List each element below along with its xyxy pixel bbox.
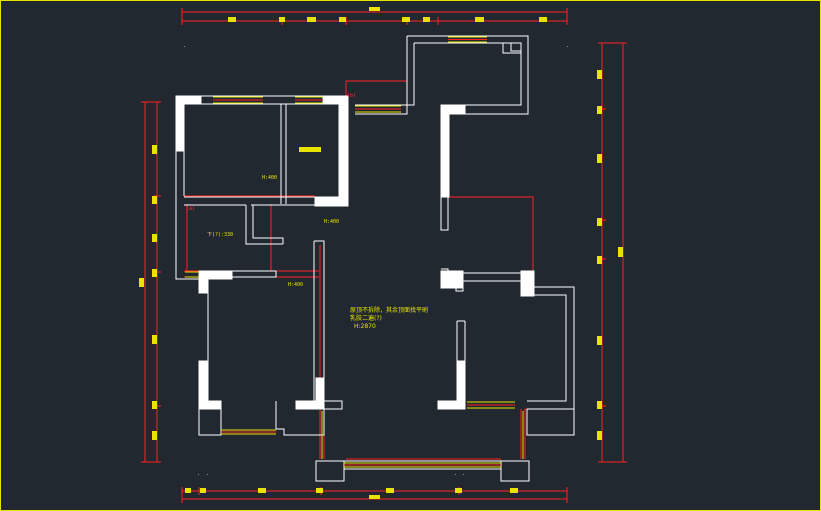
ceiling-note: 原顶不拆除，其余顶面找平刷 乳胶二遍(?) H:2870 <box>350 307 428 331</box>
windows <box>185 36 524 468</box>
dimension-text-marks <box>139 7 623 499</box>
marker-a: (a) <box>186 206 196 212</box>
wall-outlines <box>175 35 575 482</box>
faint-marks <box>184 46 568 475</box>
ceiling-note-line-1: 原顶不拆除，其余顶面找平刷 <box>350 307 429 314</box>
height-label-2: H:400 <box>324 219 340 225</box>
ceiling-note-line-2: 乳胶二遍(?) <box>350 315 382 322</box>
beam-label: 下(?):330 <box>207 232 234 238</box>
ceiling-note-height: H:2870 <box>354 323 376 330</box>
walls <box>175 95 535 410</box>
dimension-lines <box>141 8 627 503</box>
height-label-3: H:400 <box>288 282 304 288</box>
marker-b: (b) <box>347 93 357 99</box>
height-label-1: H:400 <box>262 175 278 181</box>
